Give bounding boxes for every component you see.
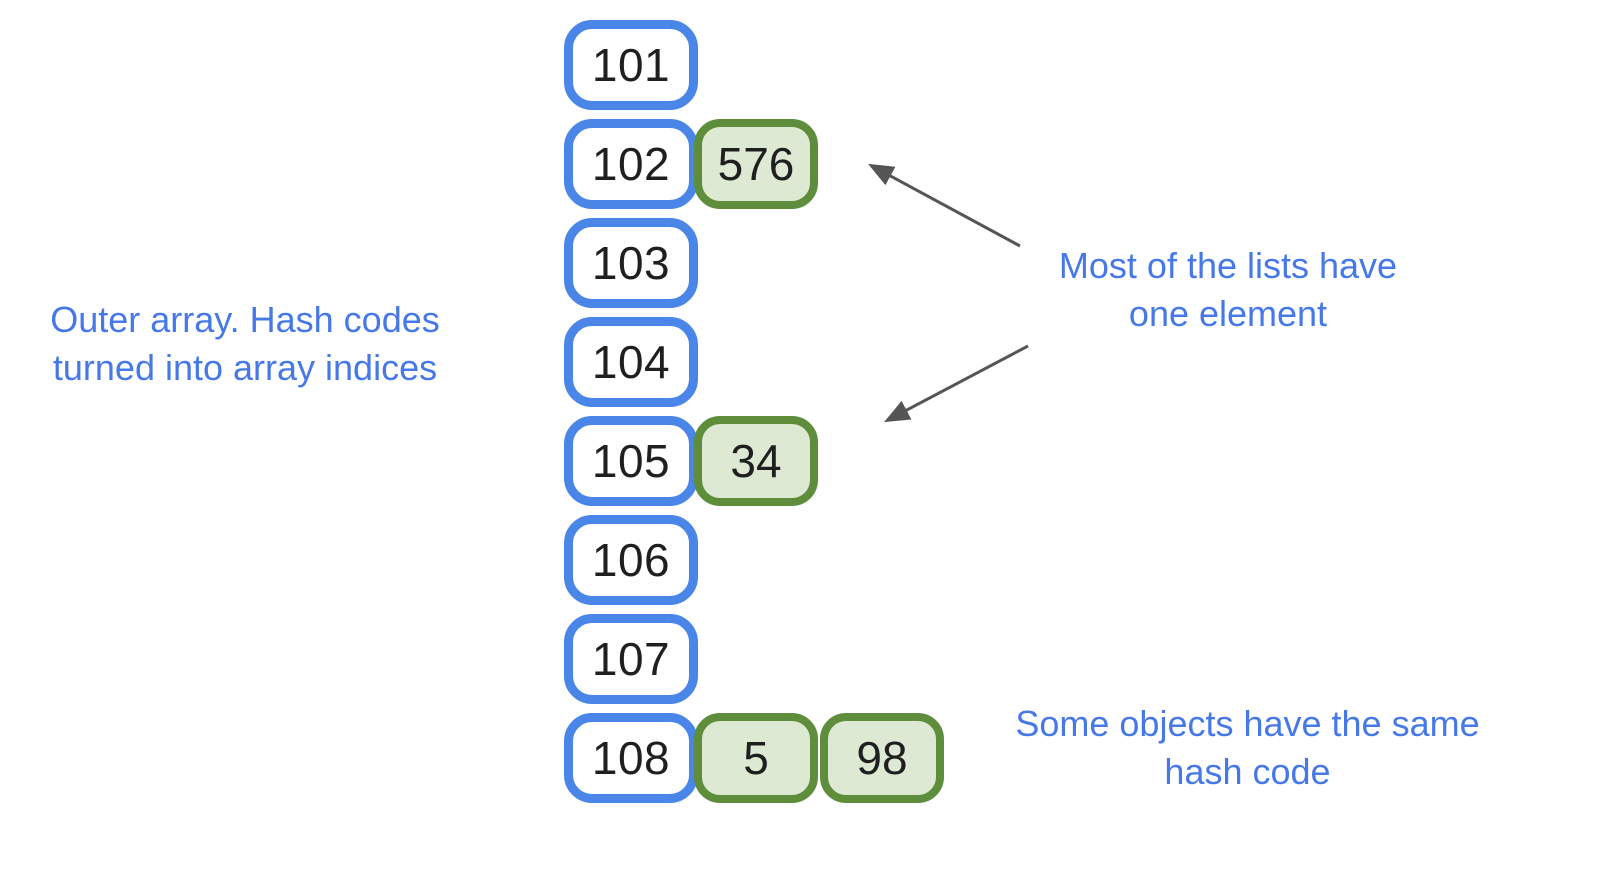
array-row: 104 <box>564 317 944 407</box>
caption-most-lists-line2: one element <box>1128 293 1328 334</box>
index-box-label: 107 <box>591 633 671 685</box>
bucket-chip: 5 <box>694 713 818 803</box>
index-box-label: 108 <box>591 732 671 784</box>
index-box-label: 106 <box>591 534 671 586</box>
index-box-label: 102 <box>591 138 671 190</box>
bucket-chip: 576 <box>694 119 818 209</box>
array-row: 102 576 <box>564 119 944 209</box>
index-box: 104 <box>564 317 698 407</box>
array-row: 106 <box>564 515 944 605</box>
caption-outer-array: Outer array. Hash codes turned into arra… <box>25 296 465 392</box>
caption-outer-array-line2: turned into array indices <box>52 347 438 388</box>
hash-array: 101 102 576 103 104 105 34 <box>564 20 944 803</box>
caption-most-lists: Most of the lists have one element <box>1018 242 1438 338</box>
index-box-label: 105 <box>591 435 671 487</box>
caption-same-hash-line2: hash code <box>1164 751 1331 792</box>
array-row: 101 <box>564 20 944 110</box>
index-box: 108 <box>564 713 698 803</box>
array-row: 103 <box>564 218 944 308</box>
index-box-label: 104 <box>591 336 671 388</box>
bucket-chip: 98 <box>820 713 944 803</box>
index-box-label: 101 <box>591 39 671 91</box>
index-box: 107 <box>564 614 698 704</box>
index-box: 102 <box>564 119 698 209</box>
index-box: 103 <box>564 218 698 308</box>
index-box: 101 <box>564 20 698 110</box>
caption-outer-array-line1: Outer array. Hash codes <box>50 299 440 340</box>
index-box: 106 <box>564 515 698 605</box>
array-row: 105 34 <box>564 416 944 506</box>
index-box: 105 <box>564 416 698 506</box>
index-box-label: 103 <box>591 237 671 289</box>
caption-most-lists-line1: Most of the lists have <box>1058 245 1398 286</box>
bucket-chip: 34 <box>694 416 818 506</box>
array-row: 107 <box>564 614 944 704</box>
caption-same-hash-line1: Some objects have the same <box>1015 703 1480 744</box>
caption-same-hash: Some objects have the same hash code <box>970 700 1525 796</box>
